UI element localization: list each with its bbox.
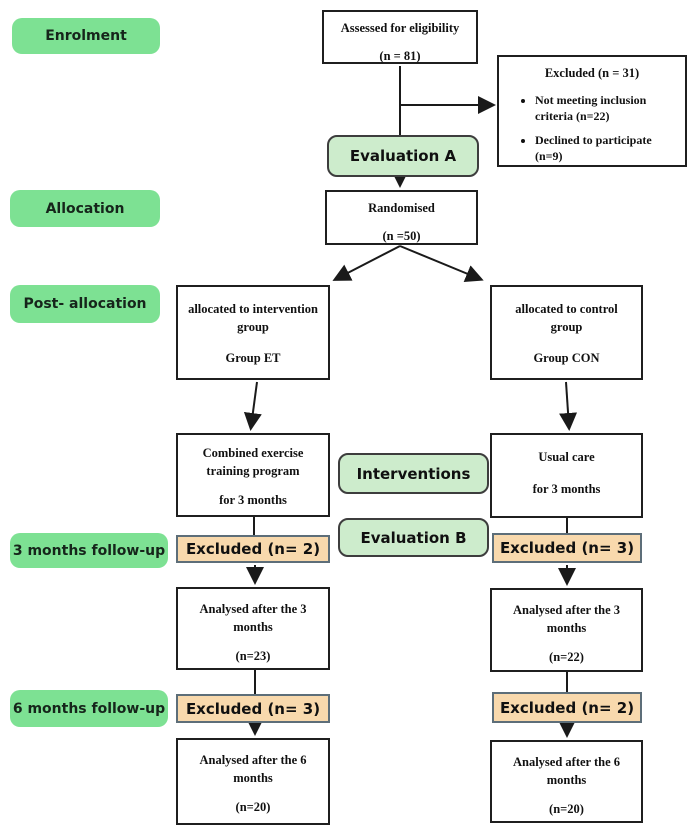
node-text-line: Assessed for eligibility (340, 21, 460, 35)
node-text-line: Usual care (538, 450, 595, 464)
excluded-reason: Not meeting inclusion criteria (n=22) (535, 92, 679, 124)
node-text-line: Randomised (368, 201, 435, 215)
node-text-line: allocated to intervention (188, 302, 318, 316)
evaluation-a-label: Evaluation A (327, 135, 479, 177)
node-text-line: for 3 months (532, 481, 601, 496)
analysed-3-months-con-box: Analysed after the 3 months (n=22) (490, 588, 643, 672)
node-text-line: months (233, 619, 273, 634)
stage-label-post-allocation: Post- allocation (10, 285, 160, 323)
excluded-6-months-et-box: Excluded (n= 3) (176, 694, 330, 723)
usual-care-box: Usual care for 3 months (490, 433, 643, 518)
group-name: Group CON (533, 351, 600, 365)
excluded-title: Excluded (n = 31) (544, 66, 640, 80)
analysed-3-months-et-box: Analysed after the 3 months (n=23) (176, 587, 330, 670)
analysed-6-months-con-box: Analysed after the 6 months (n=20) (490, 740, 643, 823)
assessed-for-eligibility-box: Assessed for eligibility (n = 81) (322, 10, 478, 64)
node-text-line: Analysed after the 6 (512, 755, 621, 769)
node-count: (n = 81) (379, 48, 421, 63)
allocated-intervention-box: allocated to intervention group Group ET (176, 285, 330, 380)
node-count: (n =50) (382, 228, 421, 243)
interventions-label: Interventions (338, 453, 489, 494)
excluded-reason: Declined to participate (n=9) (535, 132, 679, 164)
node-text-line: months (546, 772, 587, 787)
randomised-box: Randomised (n =50) (325, 190, 478, 245)
group-name: Group ET (225, 351, 281, 365)
node-count: (n=20) (235, 800, 271, 814)
excluded-6-months-con-box: Excluded (n= 2) (492, 692, 642, 723)
node-count: (n=22) (549, 650, 584, 664)
stage-label-allocation: Allocation (10, 190, 160, 227)
excluded-3-months-con-box: Excluded (n= 3) (492, 533, 642, 563)
node-text-line: for 3 months (219, 493, 287, 507)
node-count: (n=20) (549, 802, 584, 816)
node-text-line: months (233, 770, 273, 785)
node-text-line: Analysed after the 3 (512, 603, 621, 617)
node-text-line: Analysed after the 3 (199, 602, 307, 616)
analysed-6-months-et-box: Analysed after the 6 months (n=20) (176, 738, 330, 825)
excluded-3-months-et-box: Excluded (n= 2) (176, 535, 330, 563)
allocated-control-box: allocated to control group Group CON (490, 285, 643, 380)
node-text-line: training program (206, 463, 300, 478)
stage-label-enrolment: Enrolment (12, 18, 160, 54)
node-count: (n=23) (235, 649, 271, 663)
excluded-initial-box: Excluded (n = 31) Not meeting inclusion … (497, 55, 687, 167)
stage-label-3-months-follow-up: 3 months follow-up (10, 533, 168, 568)
node-text-line: group (550, 319, 583, 334)
evaluation-b-label: Evaluation B (338, 518, 489, 557)
node-text-line: Analysed after the 6 (199, 753, 307, 767)
node-text-line: allocated to control (515, 302, 618, 316)
stage-label-6-months-follow-up: 6 months follow-up (10, 690, 168, 727)
node-text-line: Combined exercise (202, 446, 304, 460)
node-text-line: group (237, 319, 269, 334)
intervention-program-box: Combined exercise training program for 3… (176, 433, 330, 517)
node-text-line: months (546, 620, 587, 635)
excluded-reasons-list: Not meeting inclusion criteria (n=22) De… (499, 92, 685, 173)
